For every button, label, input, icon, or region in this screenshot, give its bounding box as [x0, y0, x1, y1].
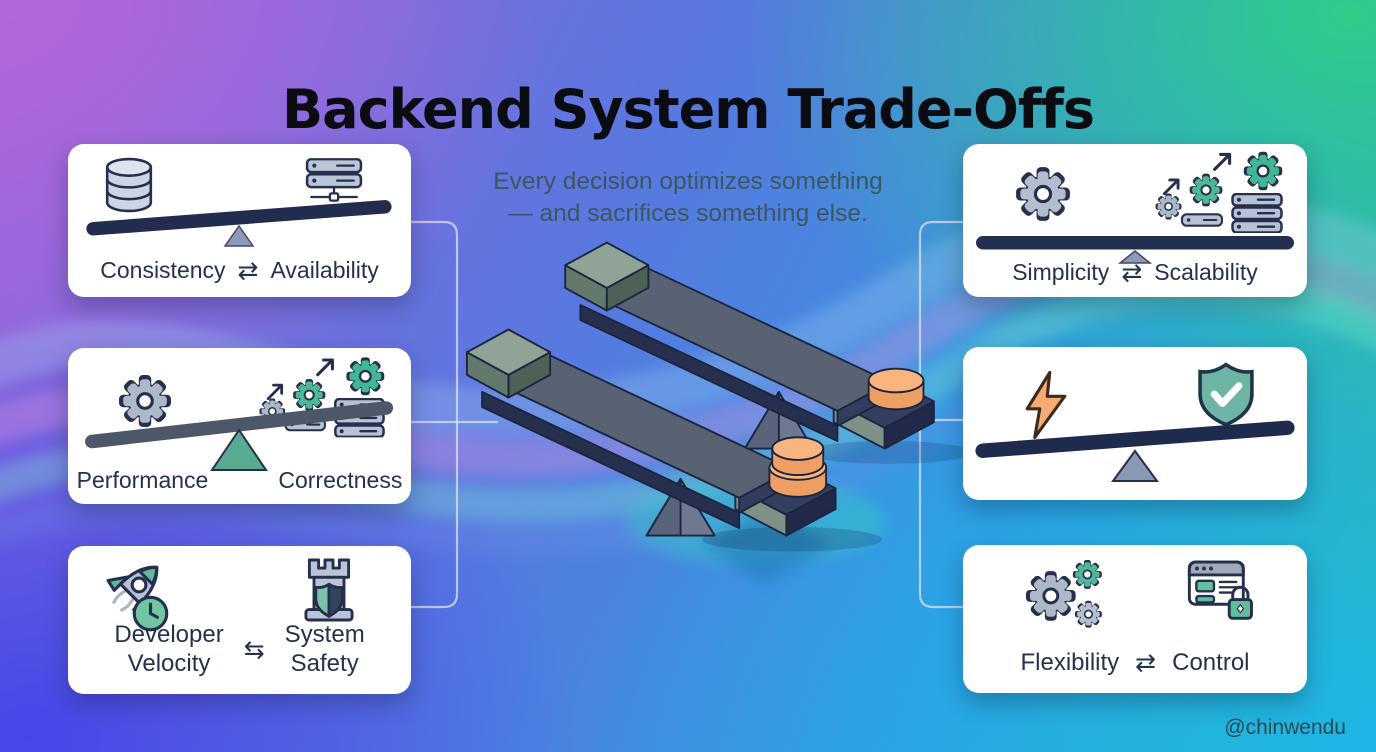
weight-back — [867, 367, 925, 411]
right-label: Availability — [270, 257, 379, 283]
fulcrum-triangle — [223, 224, 255, 247]
balance-bar — [86, 200, 392, 247]
card-labels: Performance Correctness — [68, 467, 411, 494]
rocket-clock-icon — [106, 565, 169, 632]
right-label: Control — [1172, 648, 1250, 676]
left-label: Simplicity — [1012, 259, 1110, 285]
left-label: Consistency — [100, 257, 226, 283]
left-label: Performance — [76, 467, 209, 493]
exchange-arrows-icon: ⇆ — [243, 635, 265, 665]
card-speed-vs-safety — [963, 347, 1307, 500]
card-developer-velocity-system-safety: Developer Velocity ⇆ System Safety — [68, 546, 411, 694]
database-icon — [105, 157, 153, 213]
exchange-arrows-icon: ⇄ — [1121, 258, 1143, 287]
card-labels: Flexibility ⇄ Control — [963, 648, 1307, 677]
right-label: System Safety — [284, 621, 365, 677]
card-labels: Developer Velocity ⇆ System Safety — [68, 621, 411, 678]
connector-left — [410, 220, 459, 609]
subtitle-line2: — and sacrifices something else. — [508, 199, 868, 227]
seesaw-back — [564, 241, 935, 450]
shield-check-icon — [1198, 362, 1254, 427]
fulcrum-triangle — [1111, 449, 1159, 482]
subtitle-line1: Every decision optimizes something — [493, 168, 883, 195]
seesaw-front — [465, 328, 837, 537]
balance-bar — [975, 420, 1295, 482]
card-labels: Consistency ⇄ Availability — [68, 256, 411, 285]
left-label: Developer Velocity — [114, 621, 224, 677]
lightning-icon — [1025, 370, 1067, 440]
right-label: Scalability — [1154, 259, 1258, 285]
right-label: Correctness — [278, 467, 403, 493]
subtitle: Every decision optimizes something — and… — [448, 166, 928, 230]
balance-bar — [976, 236, 1294, 264]
exchange-arrows-icon: ⇄ — [1135, 648, 1157, 677]
balance-bar — [85, 401, 394, 471]
server-rack-icon — [305, 158, 363, 202]
card-simplicity-scalability: Simplicity ⇄ Scalability — [963, 144, 1307, 297]
left-label: Flexibility — [1020, 648, 1120, 676]
fulcrum-triangle — [210, 428, 268, 471]
card-flexibility-control: Flexibility ⇄ Control — [963, 545, 1307, 693]
card-labels: Simplicity ⇄ Scalability — [963, 258, 1307, 287]
seesaw-illustration — [465, 241, 974, 552]
weights-front — [768, 436, 828, 498]
page-title: Backend System Trade-Offs — [281, 78, 1095, 142]
fulcrum-triangle — [1117, 250, 1153, 264]
gears-cluster-icon — [1025, 559, 1103, 629]
card-consistency-availability: Consistency ⇄ Availability — [68, 144, 411, 297]
browser-lock-icon — [1187, 560, 1253, 620]
gear-icon — [1015, 166, 1071, 222]
scaling-gears-servers-icon — [1155, 151, 1283, 233]
exchange-arrows-icon: ⇄ — [237, 256, 259, 285]
castle-shield-icon — [304, 558, 354, 622]
card-performance-correctness: Performance Correctness — [68, 348, 411, 504]
watermark: @chinwendu — [1224, 716, 1346, 739]
